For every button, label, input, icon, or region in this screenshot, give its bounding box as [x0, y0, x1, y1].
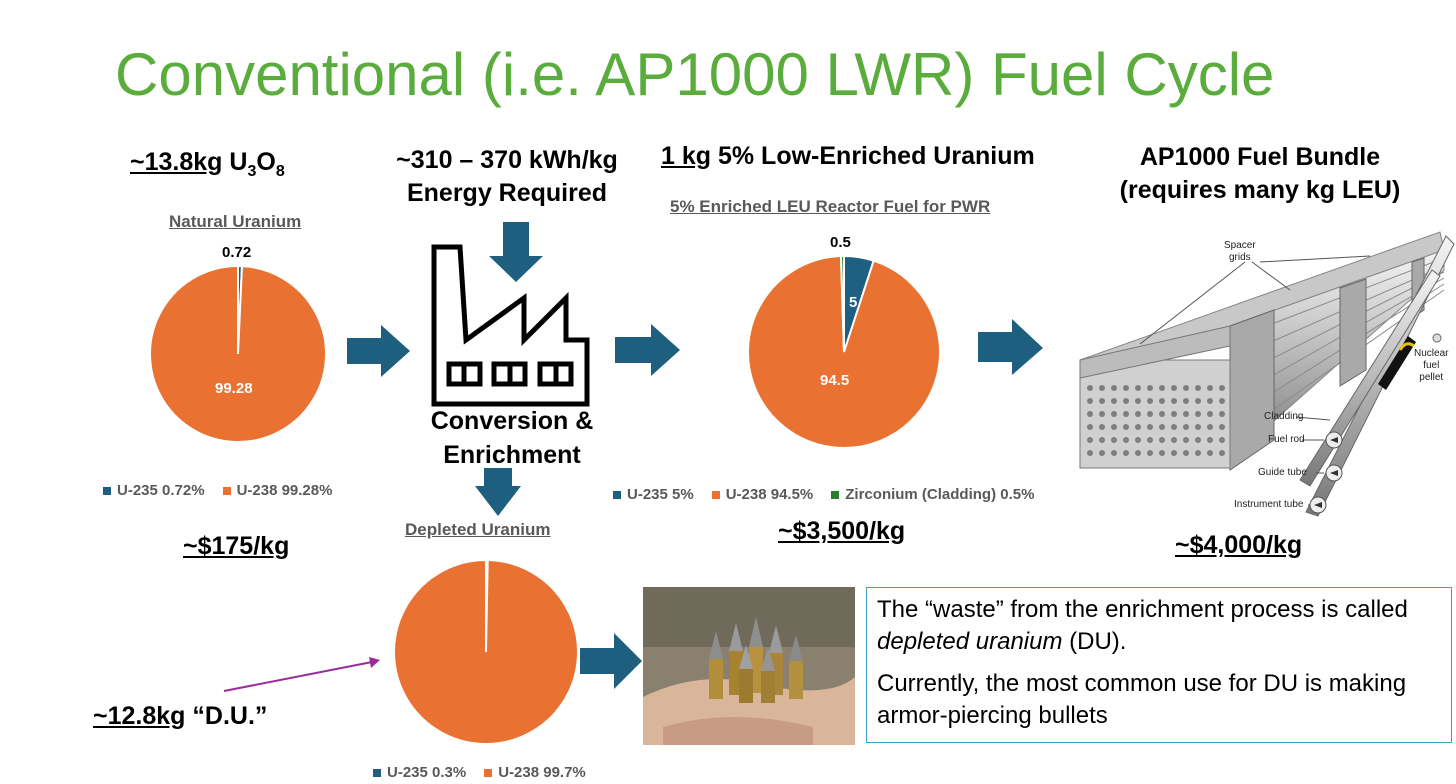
du-explanation-p2: Currently, the most common use for DU is…	[877, 670, 1407, 729]
right-arrow-icon	[580, 633, 642, 689]
instrument-tube-label: Instrument tube	[1234, 499, 1304, 510]
right-arrow-icon	[615, 324, 680, 376]
legend-item: U-238 99.28%	[222, 482, 332, 499]
page-title: Conventional (i.e. AP1000 LWR) Fuel Cycl…	[115, 41, 1275, 108]
du-explanation-box: The “waste” from the enrichment process …	[866, 587, 1452, 743]
du-legend: U-235 0.3% U-238 99.7%	[373, 764, 586, 781]
down-arrow-icon	[489, 222, 543, 282]
du-explanation-p1: The “waste” from the enrichment process …	[877, 596, 1408, 655]
legend-item: Zirconium (Cladding) 0.5%	[831, 486, 1034, 503]
pointer-arrow-icon	[223, 657, 380, 692]
pie-slice-u-238	[150, 266, 326, 442]
natural-legend: U-235 0.72% U-238 99.28%	[103, 482, 332, 499]
bundle-heading: AP1000 Fuel Bundle (requires many kg LEU…	[1119, 143, 1401, 204]
du-mass: ~12.8kg “D.U.”	[93, 702, 268, 730]
right-arrow-icon	[978, 319, 1043, 375]
legend-item: U-235 0.72%	[103, 482, 205, 499]
du-chart-title: Depleted Uranium	[405, 520, 551, 539]
bundle-price: ~$4,000/kg	[1175, 531, 1303, 559]
fuel-rod-label: Fuel rod	[1268, 434, 1305, 445]
natural-pie	[150, 266, 326, 442]
bullet-icon	[709, 617, 803, 703]
natural-mass: ~13.8kg U3O8	[130, 148, 285, 180]
pie-slice-u-238	[394, 560, 578, 744]
leu-price: ~$3,500/kg	[778, 517, 906, 545]
energy-requirement: ~310 – 370 kWh/kg Energy Required	[396, 146, 618, 207]
leu-heading: 1 kg 5% Low-Enriched Uranium	[661, 142, 1035, 170]
du-pie	[394, 560, 578, 744]
legend-item: U-238 99.7%	[484, 764, 586, 781]
leu-pie	[748, 256, 940, 448]
fuel-bundle-illustration	[1079, 231, 1455, 517]
leu-zirc-label: 0.5	[830, 234, 851, 251]
down-arrow-icon	[475, 468, 521, 516]
legend-item: U-238 94.5%	[711, 486, 813, 503]
guide-tube-label: Guide tube	[1258, 467, 1307, 478]
factory-label: Conversion & Enrichment	[430, 407, 594, 469]
factory-icon	[431, 244, 590, 407]
cladding-label: Cladding	[1264, 411, 1304, 422]
leu-legend: U-235 5% U-238 94.5% Zirconium (Cladding…	[613, 486, 1081, 503]
legend-item: U-235 5%	[613, 486, 694, 503]
natural-chart-title: Natural Uranium	[169, 212, 302, 231]
right-arrow-icon	[347, 325, 410, 377]
leu-u238-label: 94.5	[820, 372, 850, 389]
natural-price: ~$175/kg	[183, 532, 290, 560]
legend-item: U-235 0.3%	[373, 764, 466, 781]
bullets-photo	[643, 587, 855, 745]
leu-u235-label: 5	[849, 294, 858, 311]
leu-chart-title: 5% Enriched LEU Reactor Fuel for PWR	[670, 197, 991, 216]
natural-u235-label: 0.72	[222, 244, 252, 261]
pie-slice-zirconium-cladding-	[839, 256, 845, 353]
natural-u238-label: 99.28	[215, 380, 253, 397]
